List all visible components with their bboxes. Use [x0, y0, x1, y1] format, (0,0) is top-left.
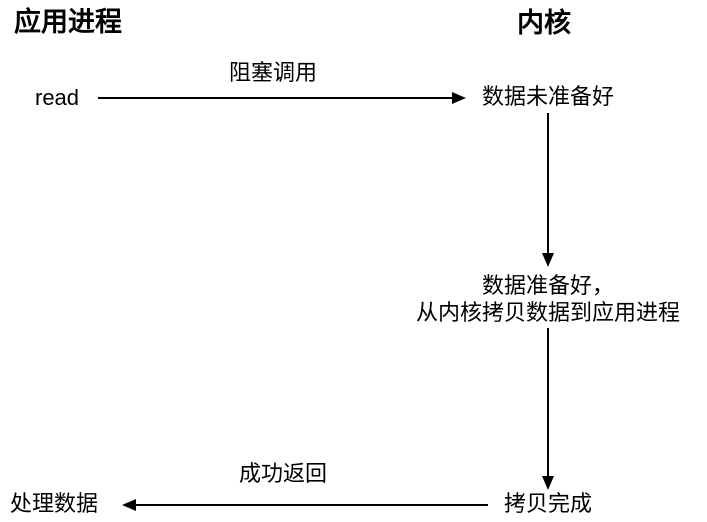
blocking-call-arrow-line	[98, 97, 452, 99]
node-process-data: 处理数据	[10, 491, 99, 516]
node-data-ready-line2: 从内核拷贝数据到应用进程	[415, 300, 680, 325]
copy-arrow-line	[547, 328, 549, 477]
node-data-ready-line1: 数据准备好，	[481, 273, 614, 298]
copy-arrowhead-icon	[542, 476, 554, 490]
edge-label-success-return: 成功返回	[238, 461, 327, 486]
blocking-call-arrowhead-icon	[452, 92, 466, 104]
success-return-arrowhead-icon	[122, 499, 136, 511]
wait-arrow-line	[547, 113, 549, 254]
node-data-not-ready: 数据未准备好	[481, 84, 614, 109]
column-header-application-process: 应用进程	[14, 7, 122, 37]
node-data-ready: 数据准备好， 从内核拷贝数据到应用进程	[398, 272, 698, 326]
success-return-arrow-line	[136, 504, 488, 506]
node-copy-complete: 拷贝完成	[503, 491, 592, 516]
edge-label-blocking-call: 阻塞调用	[228, 60, 317, 85]
column-header-kernel: 内核	[517, 8, 571, 38]
wait-arrowhead-icon	[542, 253, 554, 267]
node-read-call: read	[35, 85, 80, 110]
